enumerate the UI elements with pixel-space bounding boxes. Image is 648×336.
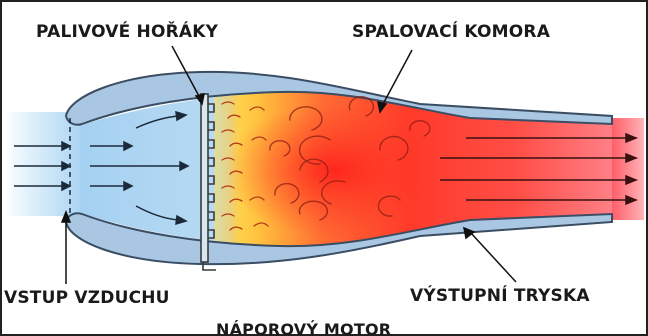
label-fuel-burners: PALIVOVÉ HOŘÁKY xyxy=(36,22,218,42)
diagram-title: NÁPOROVÝ MOTOR xyxy=(216,320,391,336)
label-combustion-chamber: SPALOVACÍ KOMORA xyxy=(352,22,550,42)
flame-front xyxy=(214,96,254,242)
label-air-inlet: VSTUP VZDUCHU xyxy=(4,288,170,308)
inlet-air-stream xyxy=(4,112,84,216)
exhaust-plume xyxy=(612,118,644,220)
label-exhaust-nozzle: VÝSTUPNÍ TRYSKA xyxy=(410,286,590,306)
